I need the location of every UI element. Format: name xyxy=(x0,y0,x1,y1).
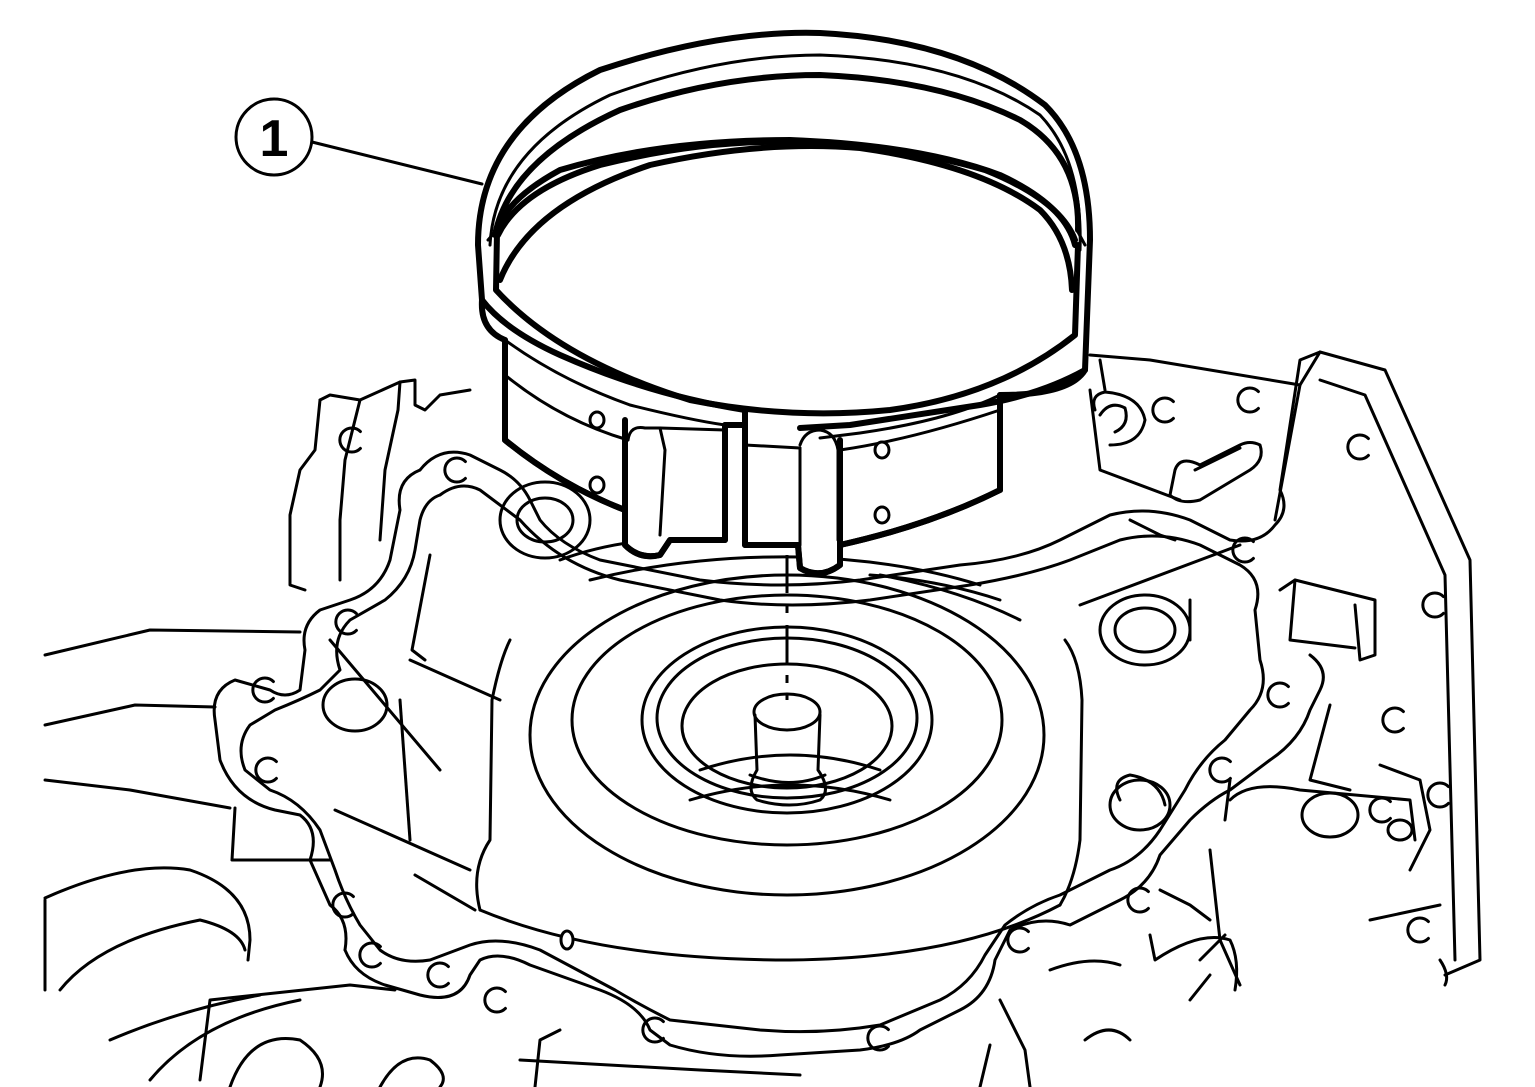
bolt-hole xyxy=(1266,681,1290,709)
bolt-hole xyxy=(1406,916,1430,944)
brake-band xyxy=(475,29,1093,951)
bolt-hole xyxy=(334,608,358,636)
callout-circle xyxy=(234,97,314,177)
callout-1: 1 xyxy=(234,97,484,186)
callout-leader-line xyxy=(310,140,484,186)
bolt-hole xyxy=(483,986,507,1014)
bolt-hole xyxy=(1381,706,1405,734)
bolt-hole xyxy=(1346,433,1370,461)
bolt-hole xyxy=(331,891,355,919)
bolt-hole xyxy=(1151,396,1175,424)
bolt-hole xyxy=(1368,796,1392,824)
bolt-hole xyxy=(866,1024,890,1052)
bolt-hole xyxy=(443,456,467,484)
bolt-hole xyxy=(1006,926,1030,954)
bolt-hole xyxy=(1126,886,1150,914)
bolt-holes xyxy=(251,386,1450,1052)
bolt-hole xyxy=(254,756,278,784)
bolt-hole xyxy=(358,941,382,969)
bolt-hole xyxy=(1236,386,1260,414)
bolt-hole xyxy=(426,961,450,989)
bolt-hole xyxy=(338,426,362,454)
bolt-hole xyxy=(641,1016,665,1044)
bolt-hole xyxy=(1208,756,1232,784)
bolt-hole xyxy=(251,676,275,704)
callout-number: 1 xyxy=(260,110,289,168)
case-ports xyxy=(321,480,1414,842)
transmission-case xyxy=(43,320,1482,1087)
bolt-hole xyxy=(1426,781,1450,809)
bolt-hole xyxy=(1231,536,1255,564)
bolt-hole xyxy=(1421,591,1445,619)
